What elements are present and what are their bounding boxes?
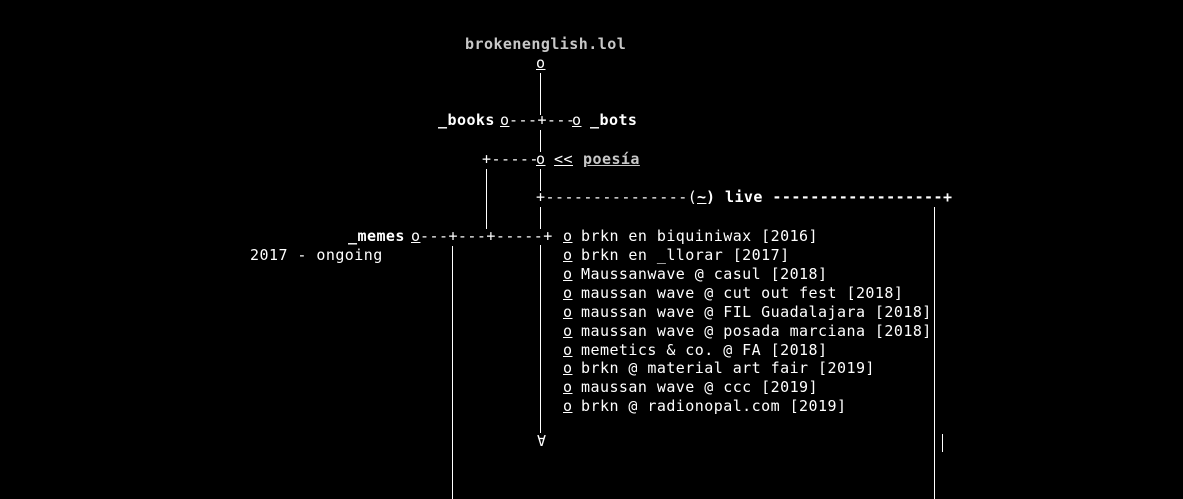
event-label: brkn en _llorar [2017] bbox=[581, 246, 790, 264]
event-label: maussan wave @ cut out fest [2018] bbox=[581, 284, 904, 302]
event-node-link[interactable]: o bbox=[563, 359, 573, 377]
poesia-connector: +----- bbox=[482, 150, 539, 168]
event-node-link[interactable]: o bbox=[563, 341, 573, 359]
site-title: brokenenglish.lol bbox=[465, 35, 627, 53]
poesia-link[interactable]: poesía bbox=[583, 150, 640, 168]
live-tilde-link[interactable]: ~ bbox=[697, 188, 707, 206]
event-node-link[interactable]: o bbox=[563, 227, 573, 245]
event-label: brkn @ radionopal.com [2019] bbox=[581, 397, 847, 415]
poesia-arrow[interactable]: << bbox=[554, 150, 573, 168]
trunk-line-top bbox=[540, 73, 541, 115]
memes-dates: 2017 - ongoing bbox=[250, 246, 383, 264]
event-label: maussan wave @ FIL Guadalajara [2018] bbox=[581, 303, 932, 321]
event-label: Maussanwave @ casul [2018] bbox=[581, 265, 828, 283]
event-node-link[interactable]: o bbox=[563, 265, 573, 283]
bots-node-link[interactable]: o bbox=[572, 111, 582, 129]
home-node-link[interactable]: o bbox=[536, 54, 546, 72]
poesia-branch-line bbox=[486, 169, 487, 229]
trunk-line-live bbox=[540, 169, 541, 191]
live-trunk-lower bbox=[540, 245, 541, 433]
event-node-link[interactable]: o bbox=[563, 322, 573, 340]
memes-label: _memes bbox=[348, 227, 405, 245]
event-label: memetics & co. @ FA [2018] bbox=[581, 341, 828, 359]
memes-connector: ---+---+-----+ bbox=[420, 227, 553, 245]
event-node-link[interactable]: o bbox=[563, 397, 573, 415]
memes-node-link[interactable]: o bbox=[411, 227, 421, 245]
event-label: brkn en biquiniwax [2016] bbox=[581, 227, 819, 245]
live-box-right-tick bbox=[942, 434, 943, 452]
live-label: ) live ------------------+ bbox=[706, 188, 953, 206]
event-node-link[interactable]: o bbox=[563, 284, 573, 302]
trunk-line-mid bbox=[540, 130, 541, 152]
books-label: _books bbox=[438, 111, 495, 129]
live-connector-left: +---------------( bbox=[536, 188, 698, 206]
event-label: maussan wave @ posada marciana [2018] bbox=[581, 322, 932, 340]
event-node-link[interactable]: o bbox=[563, 303, 573, 321]
books-bots-connector: ---+--- bbox=[509, 111, 576, 129]
bots-label: _bots bbox=[590, 111, 638, 129]
poesia-node-link[interactable]: o bbox=[536, 150, 546, 168]
event-label: maussan wave @ ccc [2019] bbox=[581, 378, 819, 396]
event-node-link[interactable]: o bbox=[563, 378, 573, 396]
live-trunk-upper bbox=[540, 207, 541, 229]
books-node-link[interactable]: o bbox=[500, 111, 510, 129]
event-node-link[interactable]: o bbox=[563, 246, 573, 264]
event-label: brkn @ material art fair [2019] bbox=[581, 359, 875, 377]
memes-branch-line bbox=[452, 246, 453, 499]
live-trunk-arrow: ∀ bbox=[537, 432, 547, 450]
live-box-right-border bbox=[934, 207, 935, 499]
